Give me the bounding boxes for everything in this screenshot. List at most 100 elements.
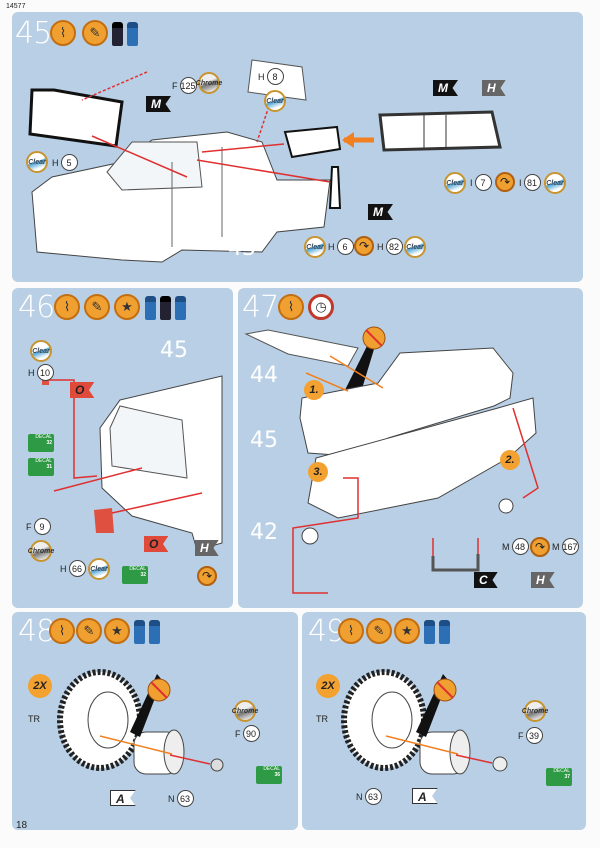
part-45-label: 45 (160, 338, 188, 363)
decal-label: DECAL (35, 434, 52, 440)
glue-icon: ⌇ (278, 294, 304, 320)
decal-icon: ★ (114, 294, 140, 320)
flag-m: M (433, 80, 458, 96)
quantity-badge: 2X (28, 674, 52, 698)
flag-h: H (531, 572, 555, 588)
step-48-diagram (57, 669, 224, 775)
tire-label: TR (28, 714, 40, 724)
clock-icon: ◷ (308, 294, 334, 320)
paint-bottle-icon (439, 620, 450, 644)
part-43-label: 43 (228, 236, 256, 261)
brush-icon: ✎ (366, 618, 392, 644)
glue-icon: ⌇ (49, 618, 75, 644)
chrome-badge: Chrome (196, 72, 222, 94)
turn-over-icon: ↷ (197, 566, 217, 586)
paint-bottle-icon (149, 620, 160, 644)
part-44-label: 44 (250, 363, 278, 388)
step-45-diagram (28, 59, 502, 263)
flag-a: A (110, 790, 136, 806)
decal-fix-bottle-icon (134, 620, 145, 644)
sequence-1: 1. (304, 380, 324, 400)
quantity-badge: 2X (316, 674, 340, 698)
flag-c: C (474, 572, 498, 588)
decal-label: DECAL (263, 766, 280, 772)
decal-fix-bottle-icon (424, 620, 435, 644)
turn-over-icon: ↷ (495, 172, 515, 192)
glue-icon: ⌇ (50, 20, 76, 46)
decal-label: DECAL (129, 566, 146, 572)
decal-icon: ★ (394, 618, 420, 644)
step-number: 45 (15, 16, 52, 51)
brush-icon: ✎ (82, 20, 108, 46)
flag-h: H (195, 540, 219, 556)
brush-icon: ✎ (76, 618, 102, 644)
step-49-diagram (341, 669, 508, 775)
paint-bottle-icon (112, 22, 123, 46)
paint-bottle-icon (127, 22, 138, 46)
doc-code: 14577 (6, 3, 26, 10)
sequence-3: 3. (308, 462, 328, 482)
decal-label: DECAL (35, 458, 52, 464)
chrome-badge: Chrome (232, 700, 258, 722)
chrome-badge: Chrome (28, 540, 54, 562)
part-45-label: 45 (250, 428, 278, 453)
step-number: 47 (242, 290, 279, 325)
flag-m: M (368, 204, 393, 220)
flag-h: H (482, 80, 506, 96)
clear-badge: Clear (88, 558, 110, 580)
clear-badge: Clear (444, 172, 466, 194)
step-47-diagram (244, 326, 539, 594)
step-number: 48 (18, 614, 55, 649)
paint-bottle-icon (160, 296, 171, 320)
flag-o: O (70, 382, 95, 398)
tire-label: TR (316, 714, 328, 724)
paint-bottle-icon (175, 296, 186, 320)
clear-badge: Clear (30, 340, 52, 362)
decal-fix-bottle-icon (145, 296, 156, 320)
brush-icon: ✎ (84, 294, 110, 320)
turn-over-icon: ↷ (354, 236, 374, 256)
step-number: 46 (18, 290, 55, 325)
flag-m: M (146, 96, 171, 112)
clear-badge: Clear (304, 236, 326, 258)
clear-badge: Clear (264, 90, 286, 112)
glue-icon: ⌇ (54, 294, 80, 320)
part-42-label: 42 (250, 520, 278, 545)
flag-a: A (412, 788, 438, 804)
turn-over-icon: ↷ (530, 537, 550, 557)
sequence-2: 2. (500, 450, 520, 470)
decal-label: DECAL (553, 768, 570, 774)
flag-o: O (144, 536, 169, 552)
page-number: 18 (16, 820, 28, 831)
chrome-badge: Chrome (522, 700, 548, 722)
clear-badge: Clear (404, 236, 426, 258)
clear-badge: Clear (26, 151, 48, 173)
clear-badge: Clear (544, 172, 566, 194)
